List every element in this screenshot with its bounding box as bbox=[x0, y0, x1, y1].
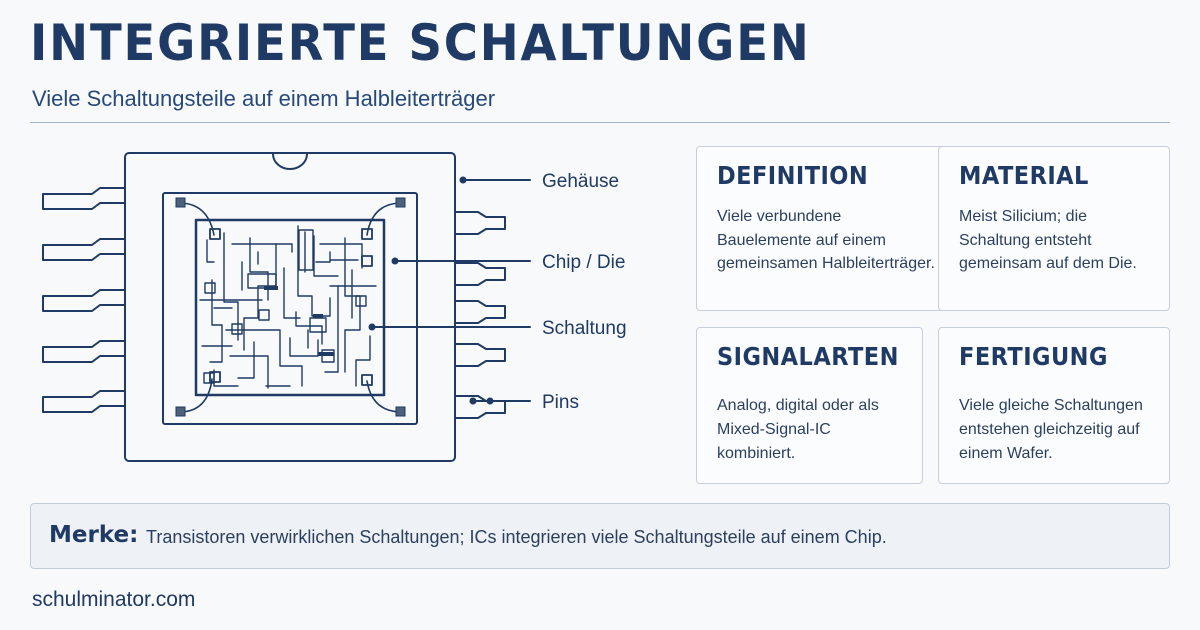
card-fertigung: FERTIGUNG Viele gleiche Schaltungen ents… bbox=[938, 327, 1170, 484]
page-title: INTEGRIERTE SCHALTUNGEN bbox=[30, 14, 811, 72]
card-title: DEFINITION bbox=[717, 161, 869, 190]
footer-site[interactable]: schulminator.com bbox=[32, 588, 196, 611]
bond-pads bbox=[175, 197, 406, 417]
ic-diagram: Gehäuse Chip / Die Schaltung Pins bbox=[42, 152, 627, 462]
circuit-traces bbox=[199, 225, 377, 389]
merke-text: Transistoren verwirklichen Schaltungen; … bbox=[146, 527, 887, 547]
card-title: SIGNALARTEN bbox=[717, 342, 899, 371]
chip-die bbox=[194, 218, 386, 397]
leader-lines bbox=[371, 179, 531, 402]
card-signalarten: SIGNALARTEN Analog, digital oder als Mix… bbox=[696, 327, 923, 484]
label-chip: Chip / Die bbox=[542, 252, 625, 273]
card-title: MATERIAL bbox=[959, 161, 1089, 190]
card-text: Viele gleiche Schaltungen entstehen glei… bbox=[959, 397, 1143, 462]
page-subtitle: Viele Schaltungsteile auf einem Halbleit… bbox=[32, 86, 496, 111]
package-notch bbox=[272, 153, 308, 170]
card-text: Meist Silicium; die Schaltung entsteht g… bbox=[959, 208, 1137, 272]
card-title: FERTIGUNG bbox=[959, 342, 1108, 371]
card-text: Viele verbundene Bauelemente auf einem g… bbox=[717, 208, 935, 272]
die-frame bbox=[162, 192, 418, 425]
left-pins bbox=[42, 187, 126, 413]
card-material: MATERIAL Meist Silicium; die Schaltung e… bbox=[938, 146, 1170, 311]
card-definition: DEFINITION Viele verbundene Bauelemente … bbox=[696, 146, 952, 311]
label-package: Gehäuse bbox=[542, 171, 619, 192]
circuit-components bbox=[203, 228, 373, 386]
circuit-dark-blocks bbox=[264, 286, 334, 356]
card-text: Analog, digital oder als Mixed-Signal-IC… bbox=[717, 397, 879, 462]
right-pins bbox=[454, 211, 506, 419]
label-pins: Pins bbox=[542, 392, 579, 413]
merke-box: Merke: Transistoren verwirklichen Schalt… bbox=[30, 503, 1170, 569]
merke-label: Merke: bbox=[49, 522, 139, 548]
header-divider bbox=[30, 122, 1170, 123]
label-circuit: Schaltung bbox=[542, 318, 627, 339]
leader-dots bbox=[368, 176, 494, 405]
